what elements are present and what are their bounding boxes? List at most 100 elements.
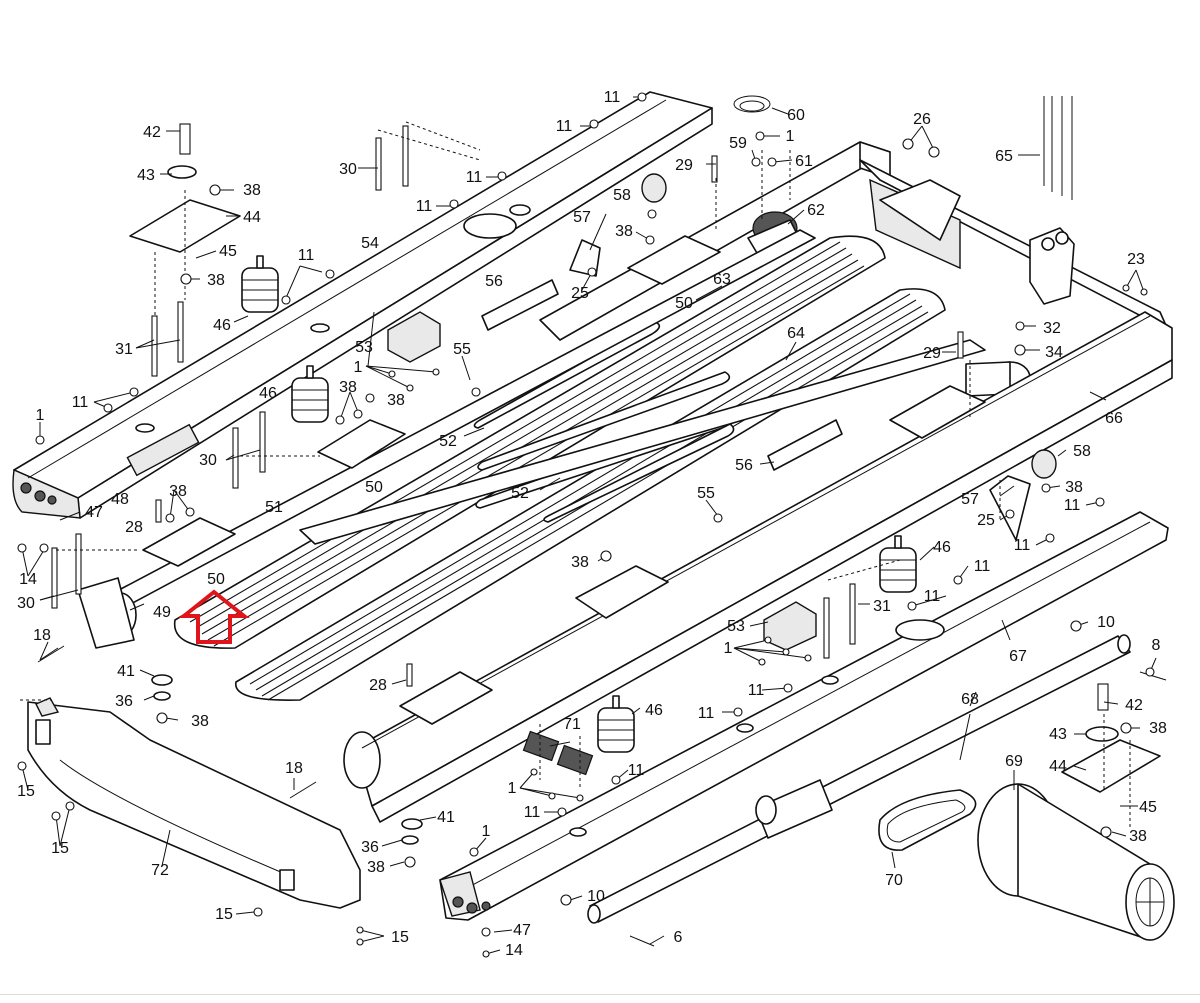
leader-lines [21, 96, 1157, 955]
callout-38: 38 [243, 182, 261, 199]
callout-62: 62 [807, 202, 825, 219]
callout-48: 48 [111, 491, 129, 508]
callout-6: 6 [674, 929, 683, 946]
drive-belt [878, 789, 977, 851]
callout-68: 68 [961, 691, 979, 708]
front-hood [27, 697, 361, 909]
callout-11: 11 [556, 118, 573, 135]
callout-58: 58 [1073, 443, 1091, 460]
callout-50: 50 [365, 479, 383, 496]
callout-8: 8 [1152, 637, 1161, 654]
callout-47: 47 [85, 504, 103, 521]
callout-18: 18 [33, 627, 51, 644]
callout-38: 38 [615, 223, 633, 240]
callout-43: 43 [137, 167, 155, 184]
callout-61: 61 [795, 153, 813, 170]
right-frame-rail [343, 311, 1173, 823]
bolts [37, 123, 1167, 947]
callout-36: 36 [361, 839, 379, 856]
callout-15: 15 [391, 929, 409, 946]
callout-50: 50 [207, 571, 225, 588]
highlight-arrow [178, 589, 250, 644]
callout-14: 14 [19, 571, 37, 588]
callout-43: 43 [1049, 726, 1067, 743]
callout-69: 69 [1005, 753, 1023, 770]
callout-63: 63 [713, 271, 731, 288]
callout-15: 15 [17, 783, 35, 800]
callout-51: 51 [265, 499, 283, 516]
callout-46: 46 [213, 317, 231, 334]
callout-53: 53 [355, 339, 373, 356]
fasteners [17, 92, 1155, 958]
mounting-plates [129, 199, 1161, 793]
callout-30: 30 [339, 161, 357, 178]
callout-44: 44 [1049, 758, 1067, 775]
callout-65: 65 [995, 148, 1013, 165]
callout-25: 25 [977, 512, 995, 529]
callout-38: 38 [169, 483, 187, 500]
callout-26: 26 [913, 111, 931, 128]
callout-70: 70 [885, 872, 903, 889]
callout-46: 46 [259, 385, 277, 402]
deck-frame [99, 229, 986, 615]
callout-15: 15 [51, 840, 69, 857]
callout-38: 38 [367, 859, 385, 876]
callout-15: 15 [215, 906, 233, 923]
callout-11: 11 [1014, 537, 1031, 554]
callout-66: 66 [1105, 410, 1123, 427]
callout-1: 1 [482, 823, 491, 840]
tie-straps [1043, 96, 1073, 200]
rear-frame [539, 141, 1169, 397]
callout-29: 29 [923, 345, 941, 362]
callout-38: 38 [1129, 828, 1147, 845]
callout-58: 58 [613, 187, 631, 204]
cable [733, 95, 771, 113]
callout-38: 38 [387, 392, 405, 409]
callout-1: 1 [724, 640, 733, 657]
front-roller [77, 577, 137, 649]
callout-42: 42 [143, 124, 161, 141]
callout-11: 11 [628, 762, 645, 779]
callout-55: 55 [697, 485, 715, 502]
callout-50: 50 [675, 295, 693, 312]
callout-23: 23 [1127, 251, 1145, 268]
callout-57: 57 [961, 491, 979, 508]
callout-56: 56 [485, 273, 503, 290]
callout-11: 11 [974, 558, 991, 575]
callout-49: 49 [153, 604, 171, 621]
callout-46: 46 [933, 539, 951, 556]
callout-1: 1 [354, 359, 363, 376]
callout-38: 38 [339, 379, 357, 396]
callout-31: 31 [873, 598, 891, 615]
callout-52: 52 [511, 485, 529, 502]
callout-41: 41 [437, 809, 455, 826]
callout-59: 59 [729, 135, 747, 152]
callout-28: 28 [369, 677, 387, 694]
callout-10: 10 [1097, 614, 1115, 631]
callout-11: 11 [604, 89, 621, 106]
motor-pulley [747, 211, 801, 259]
callout-52: 52 [439, 433, 457, 450]
callout-31: 31 [115, 341, 133, 358]
callout-72: 72 [151, 862, 169, 879]
callout-34: 34 [1045, 344, 1063, 361]
callout-45: 45 [1139, 799, 1157, 816]
bottom-divider [0, 994, 1200, 995]
callout-44: 44 [243, 209, 261, 226]
callout-11: 11 [524, 804, 541, 821]
callout-11: 11 [698, 705, 715, 722]
callout-11: 11 [924, 588, 941, 605]
callout-46: 46 [645, 702, 663, 719]
callout-38: 38 [1065, 479, 1083, 496]
callout-1: 1 [36, 407, 45, 424]
callout-11: 11 [416, 198, 433, 215]
callout-36: 36 [115, 693, 133, 710]
callout-11: 11 [748, 682, 765, 699]
callout-56: 56 [735, 457, 753, 474]
callout-14: 14 [505, 942, 523, 959]
callout-38: 38 [1149, 720, 1167, 737]
callout-55: 55 [453, 341, 471, 358]
callout-18: 18 [285, 760, 303, 777]
callout-64: 64 [787, 325, 805, 342]
